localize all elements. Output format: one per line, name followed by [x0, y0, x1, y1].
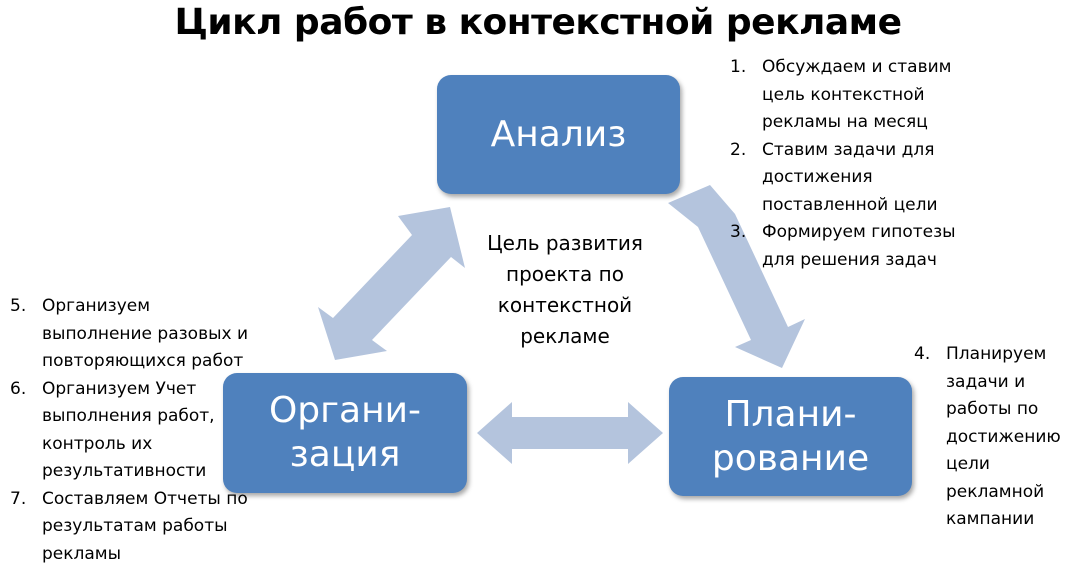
list-item: 5.Организуем выполнение разовых и повтор… [10, 296, 249, 371]
planning-steps-list: 4.Планируем задачи и работы по достижени… [914, 341, 1061, 534]
node-organization-label: Органи- зация [268, 390, 422, 475]
node-analysis: Анализ [437, 75, 680, 194]
node-planning-label: Плани- рование [711, 393, 870, 479]
list-item: 4.Планируем задачи и работы по достижени… [914, 344, 1061, 529]
center-goal-text: Цель развития проекта по контекстной рек… [487, 231, 643, 348]
organization-steps-list: 5.Организуем выполнение разовых и повтор… [10, 293, 248, 568]
list-item: 6.Организуем Учет выполнения работ, конт… [10, 378, 215, 482]
analysis-steps-list: 1.Обсуждаем и ставим цель контекстной ре… [730, 54, 956, 274]
list-item: 2.Ставим задачи для достижения поставлен… [730, 139, 938, 215]
list-item: 1.Обсуждаем и ставим цель контекстной ре… [730, 57, 952, 132]
node-analysis-label: Анализ [490, 113, 627, 155]
list-item: 3.Формируем гипотезы для решения задач [730, 222, 956, 270]
list-item: 7.Составляем Отчеты по результатам работ… [10, 488, 248, 564]
arrow-analysis-organization [318, 207, 465, 360]
node-organization: Органи- зация [223, 373, 467, 493]
arrow-analysis-planning [668, 185, 805, 368]
node-planning: Плани- рование [669, 377, 912, 496]
arrow-organization-planning [477, 402, 663, 464]
diagram-title: Цикл работ в контекстной рекламе [174, 2, 902, 43]
